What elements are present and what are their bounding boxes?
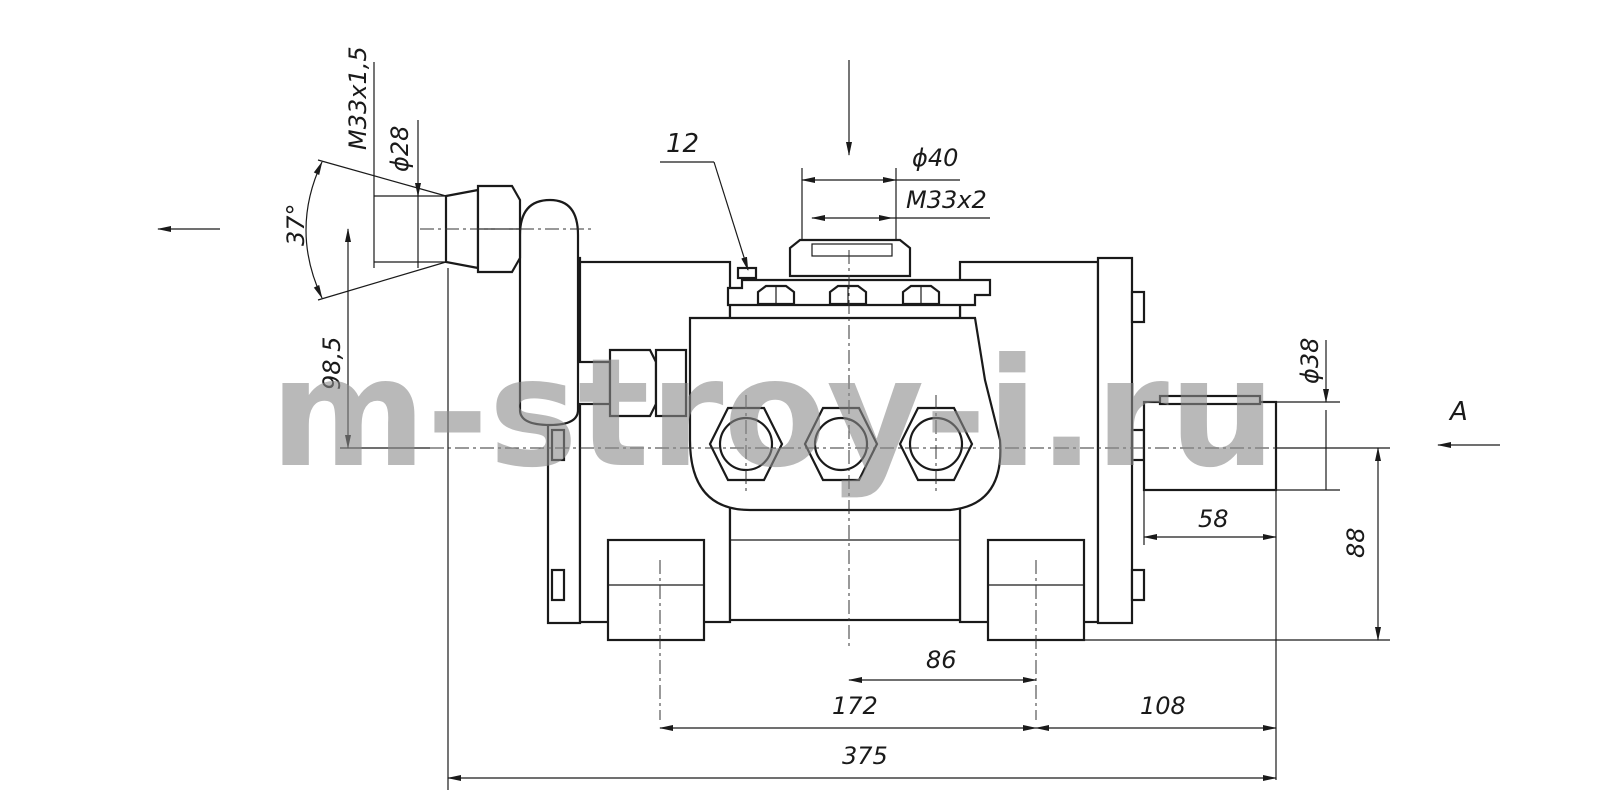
- dimension-labels: M33x1,5 ϕ28 37° 98,5 12 ϕ40 M33x2 ϕ38 A …: [282, 46, 1468, 770]
- label-shaft-height: 88: [1342, 527, 1370, 558]
- drive-shaft: [1142, 400, 1278, 492]
- bolt-bottom-right: [1130, 568, 1146, 602]
- label-half-spacing: 86: [926, 646, 957, 674]
- label-foot-spacing: 172: [832, 692, 878, 720]
- pump-body: [444, 184, 1278, 642]
- bolt-mid-left: [550, 428, 566, 462]
- label-view-a: A: [1448, 397, 1468, 427]
- bolt-bottom-left: [550, 568, 566, 602]
- top-nut-right: [901, 284, 941, 306]
- label-dia-inlet: ϕ28: [386, 126, 414, 172]
- dimension-lines: [157, 60, 1500, 790]
- top-nut-center: [828, 284, 868, 306]
- label-shaft-length: 58: [1198, 505, 1229, 533]
- label-callout-12: 12: [666, 129, 699, 159]
- label-thread-outlet: M33x2: [906, 186, 987, 214]
- bolt-top-right: [1130, 290, 1146, 324]
- label-overall-length: 375: [842, 742, 888, 770]
- valve-plug-2: [803, 406, 879, 482]
- label-thread-inlet: M33x1,5: [344, 46, 372, 150]
- vent-plug: [736, 266, 758, 280]
- top-nut-left: [756, 284, 796, 306]
- label-angle: 37°: [282, 203, 310, 246]
- label-dia-shaft: ϕ38: [1296, 338, 1324, 384]
- outlet-boss: [788, 238, 912, 278]
- inlet-elbow: [518, 198, 580, 427]
- label-height-inlet: 98,5: [318, 337, 346, 390]
- shaft-key: [1158, 394, 1262, 406]
- valve-plug-1: [708, 406, 784, 482]
- watermark: m-stroy-i.ru: [270, 327, 1276, 501]
- center-lines: [420, 228, 1380, 720]
- label-dia-outlet: ϕ40: [912, 144, 958, 172]
- label-foot-to-shaft: 108: [1140, 692, 1186, 720]
- union-nut-2: [654, 348, 688, 418]
- left-foot: [606, 538, 706, 642]
